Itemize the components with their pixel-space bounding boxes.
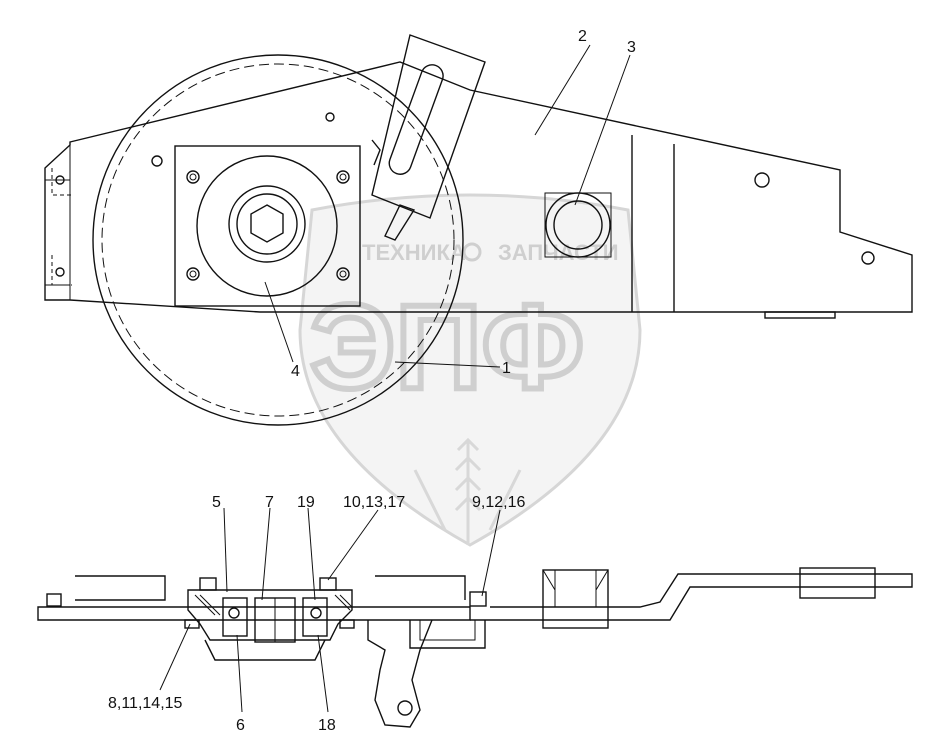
section-view — [37, 567, 913, 728]
bearing-flange-plate — [174, 145, 361, 307]
callout-4: 4 — [291, 363, 300, 380]
hex-nut — [250, 204, 284, 243]
watermark-shield — [298, 193, 642, 547]
watermark-brand-right: ЗАПЧАСТИ — [498, 240, 619, 265]
bearing-hub — [228, 185, 306, 263]
lower-bracket — [367, 619, 486, 728]
watermark-gear-icon — [462, 242, 482, 262]
leader-lines — [159, 44, 631, 713]
callout-labels: 1 2 3 4 5 6 7 8,11,14,15 9,12,16 10,13,1… — [108, 28, 636, 734]
flange-bolts — [186, 170, 350, 281]
scraper-bracket — [371, 34, 486, 241]
callout-3: 3 — [627, 39, 636, 56]
callout-18: 18 — [318, 717, 336, 734]
section-plate — [37, 606, 471, 621]
frame-holes — [151, 112, 875, 265]
watermark-brand-left: ТЕХНИКА — [362, 240, 466, 265]
hub-assembly — [187, 589, 353, 661]
callout-8-11-14-15: 8,11,14,15 — [108, 695, 183, 712]
callout-2: 2 — [578, 28, 587, 45]
callout-6: 6 — [236, 717, 245, 734]
callout-7: 7 — [265, 494, 274, 511]
callout-1: 1 — [502, 360, 511, 377]
grease-fitting — [544, 192, 612, 258]
bearing-housing — [196, 155, 338, 297]
section-bolts — [46, 577, 487, 629]
callout-10-13-17: 10,13,17 — [343, 494, 405, 511]
watermark: ТЕХНИКА ЗАПЧАСТИ ЭПФ — [298, 193, 642, 547]
disc-inner-dashed — [101, 63, 455, 417]
callout-5: 5 — [212, 494, 221, 511]
callout-19: 19 — [297, 494, 315, 511]
disc — [92, 54, 464, 426]
watermark-logo-letters: ЭПФ — [310, 280, 584, 414]
corner-lugs — [51, 168, 72, 286]
top-view — [44, 34, 913, 426]
watermark-wheat-icon — [413, 437, 522, 545]
callout-9-12-16: 9,12,16 — [472, 494, 525, 511]
